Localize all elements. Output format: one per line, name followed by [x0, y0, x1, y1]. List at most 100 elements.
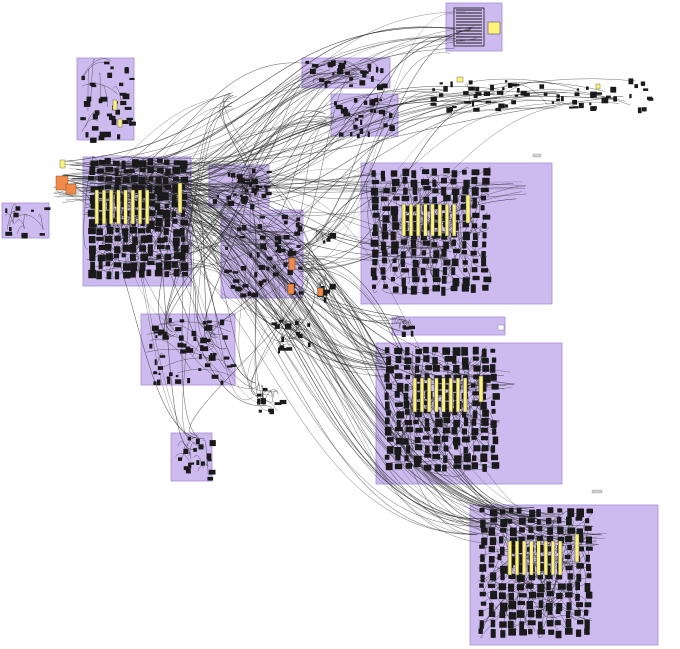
component-node[interactable]: [471, 169, 480, 176]
component-node[interactable]: [526, 535, 535, 540]
component-node[interactable]: [86, 96, 92, 102]
component-node[interactable]: [117, 134, 121, 140]
component-node[interactable]: [565, 565, 573, 571]
component-node[interactable]: [89, 195, 95, 204]
component-node[interactable]: [370, 187, 378, 196]
component-node[interactable]: [106, 113, 112, 117]
component-node[interactable]: [262, 279, 267, 283]
component-node[interactable]: [566, 602, 572, 611]
component-node[interactable]: [556, 517, 562, 524]
component-node[interactable]: [180, 167, 187, 173]
component-node[interactable]: [166, 376, 170, 379]
component-node[interactable]: [139, 167, 146, 172]
component-node[interactable]: [472, 400, 480, 407]
component-node[interactable]: [473, 445, 481, 452]
component-node[interactable]: [431, 242, 438, 247]
component-node[interactable]: [392, 266, 398, 272]
component-node[interactable]: [274, 241, 279, 247]
component-node[interactable]: [185, 346, 191, 349]
component-node[interactable]: [405, 463, 412, 469]
component-node[interactable]: [490, 629, 496, 638]
component-node[interactable]: [408, 325, 415, 330]
component-node[interactable]: [508, 612, 517, 620]
component-node[interactable]: [139, 262, 146, 272]
component-node[interactable]: [132, 236, 138, 246]
number-slider[interactable]: [419, 377, 425, 413]
component-node[interactable]: [162, 331, 168, 337]
component-node[interactable]: [121, 160, 126, 170]
component-node[interactable]: [382, 215, 390, 223]
component-node[interactable]: [497, 553, 502, 561]
component-node[interactable]: [404, 420, 413, 426]
component-node[interactable]: [322, 291, 328, 296]
component-node[interactable]: [463, 268, 468, 273]
component-node[interactable]: [402, 177, 408, 184]
component-node[interactable]: [480, 453, 488, 463]
component-node[interactable]: [473, 365, 481, 372]
component-node[interactable]: [443, 86, 448, 92]
component-node[interactable]: [278, 319, 284, 323]
component-node[interactable]: [369, 99, 376, 106]
component-node[interactable]: [123, 169, 132, 174]
component-node[interactable]: [487, 583, 496, 588]
component-node[interactable]: [481, 445, 489, 452]
component-node[interactable]: [146, 269, 152, 277]
component-node[interactable]: [110, 66, 114, 70]
component-node[interactable]: [123, 263, 131, 271]
component-node[interactable]: [180, 176, 189, 183]
component-node[interactable]: [274, 402, 282, 405]
component-node[interactable]: [225, 246, 229, 250]
component-node[interactable]: [208, 355, 216, 361]
component-node[interactable]: [187, 378, 191, 384]
component-node[interactable]: [122, 228, 129, 236]
component-node[interactable]: [463, 417, 469, 427]
component-node[interactable]: [293, 291, 297, 294]
component-node[interactable]: [551, 101, 555, 104]
component-node[interactable]: [126, 117, 133, 121]
component-node[interactable]: [528, 526, 534, 533]
component-node[interactable]: [423, 185, 431, 191]
component-node[interactable]: [232, 271, 239, 274]
component-node[interactable]: [413, 196, 418, 202]
component-node[interactable]: [460, 195, 466, 203]
component-node[interactable]: [491, 408, 496, 414]
component-node[interactable]: [500, 519, 508, 527]
component-node[interactable]: [529, 509, 536, 518]
component-node[interactable]: [98, 160, 106, 165]
component-node[interactable]: [423, 464, 432, 471]
component-node[interactable]: [488, 563, 495, 568]
component-node[interactable]: [258, 280, 264, 285]
component-node[interactable]: [470, 284, 476, 293]
component-node[interactable]: [223, 356, 230, 360]
component-node[interactable]: [21, 233, 24, 238]
component-node[interactable]: [207, 455, 211, 460]
component-node[interactable]: [412, 259, 419, 268]
component-node[interactable]: [536, 592, 544, 598]
component-node[interactable]: [463, 179, 470, 188]
component-node[interactable]: [488, 527, 496, 536]
component-node[interactable]: [421, 179, 429, 185]
component-node[interactable]: [349, 77, 353, 81]
number-slider[interactable]: [112, 99, 118, 111]
component-node[interactable]: [471, 177, 478, 185]
component-node[interactable]: [171, 202, 180, 208]
component-node[interactable]: [565, 618, 572, 628]
component-node[interactable]: [105, 253, 113, 261]
component-node[interactable]: [326, 238, 331, 242]
component-node[interactable]: [490, 517, 498, 523]
component-node[interactable]: [83, 101, 91, 107]
component-node[interactable]: [297, 225, 303, 232]
component-node[interactable]: [278, 347, 280, 354]
component-node[interactable]: [98, 135, 105, 141]
component-node[interactable]: [501, 90, 504, 96]
component-node[interactable]: [403, 392, 409, 401]
number-slider[interactable]: [478, 375, 484, 403]
component-node[interactable]: [514, 94, 519, 97]
component-node[interactable]: [324, 82, 328, 88]
component-node[interactable]: [154, 185, 162, 195]
component-node[interactable]: [104, 235, 113, 243]
component-node[interactable]: [481, 357, 489, 364]
component-node[interactable]: [328, 62, 334, 68]
component-node[interactable]: [138, 176, 146, 185]
component-node[interactable]: [105, 261, 111, 267]
